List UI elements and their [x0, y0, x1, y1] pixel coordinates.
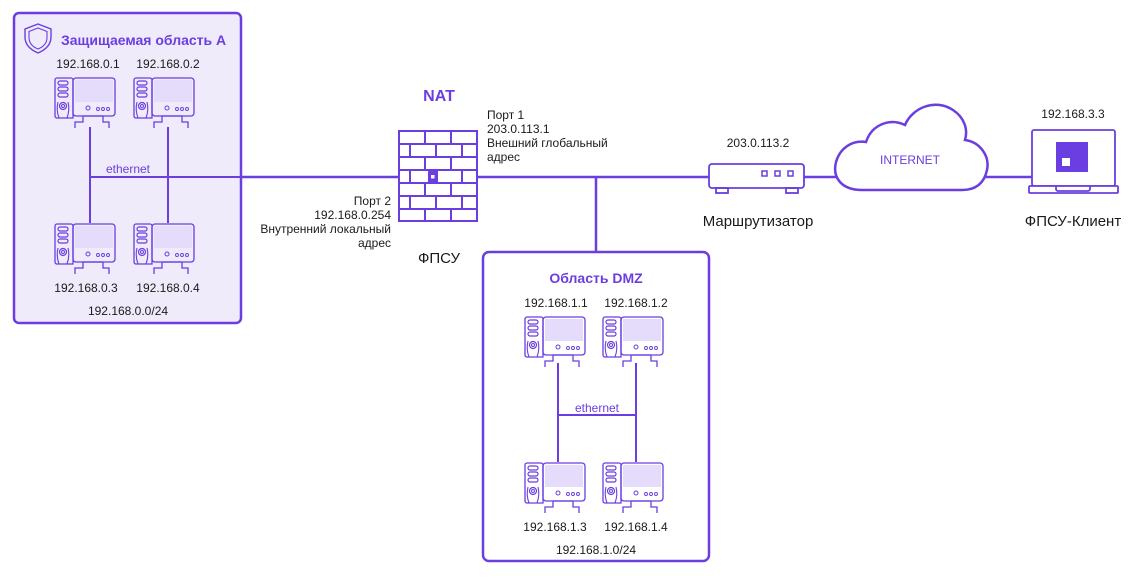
zone-a-ethernet-bus [89, 127, 241, 223]
fpsu-name: ФПСУ [417, 250, 461, 267]
host-ip-label: 192.168.1.4 [604, 520, 668, 534]
cloud-icon [833, 103, 989, 192]
dmz-title: Область DMZ [549, 270, 643, 286]
router-name: Маршрутизатор [702, 213, 814, 230]
subnet-label: 192.168.1.0/24 [555, 543, 637, 557]
host-ip-label: 192.168.1.3 [523, 520, 587, 534]
dmz-ethernet-bus [557, 363, 637, 462]
laptop-icon [1028, 129, 1119, 194]
client-ip: 192.168.3.3 [1041, 107, 1105, 121]
zone-a-title: Защищаемая область А [61, 32, 227, 48]
port1-desc-2: адрес [487, 150, 521, 164]
port1-name: Порт 1 [487, 108, 525, 122]
port2-desc-2: адрес [357, 236, 391, 250]
nat-label: NAT [423, 88, 455, 105]
main-link [241, 175, 1033, 252]
port2-name: Порт 2 [353, 194, 391, 208]
host-ip-label: 192.168.0.2 [136, 57, 200, 71]
ethernet-label: ethernet [574, 401, 620, 415]
port1-desc: Внешний глобальный [487, 136, 608, 150]
host-ip-label: 192.168.0.4 [136, 281, 200, 295]
client-name: ФПСУ-Клиент [1024, 213, 1122, 230]
port1-ip: 203.0.113.1 [487, 122, 550, 136]
host-ip-label: 192.168.0.1 [56, 57, 120, 71]
host-ip-label: 192.168.1.1 [524, 296, 588, 310]
router-ip: 203.0.113.2 [726, 136, 790, 150]
firewall-icon [398, 130, 478, 222]
port2-desc: Внутренний локальный [260, 222, 391, 236]
subnet-label: 192.168.0.0/24 [87, 304, 169, 318]
router-icon [708, 163, 805, 194]
ethernet-label: ethernet [105, 162, 151, 176]
host-ip-label: 192.168.0.3 [54, 281, 118, 295]
port2-ip: 192.168.0.254 [314, 208, 391, 222]
shield-icon [24, 23, 52, 54]
host-ip-label: 192.168.1.2 [604, 296, 668, 310]
internet-label: INTERNET [880, 153, 940, 167]
